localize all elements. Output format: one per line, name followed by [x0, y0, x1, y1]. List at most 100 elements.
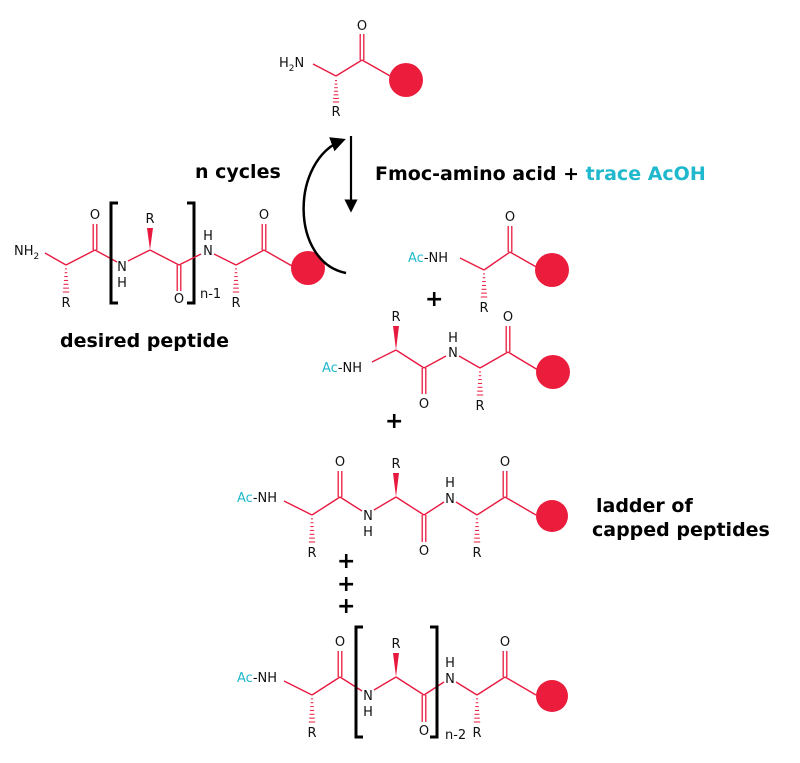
oxygen-label: O — [419, 397, 429, 412]
r-group-label: R — [391, 457, 400, 472]
r-group-label: R — [479, 301, 488, 316]
single-bond — [458, 355, 481, 369]
hydrogen-label: H — [445, 476, 455, 491]
hydrogen-label: H — [203, 229, 213, 244]
single-bond — [483, 251, 511, 271]
plus-sign: + — [337, 572, 355, 597]
cycle-curved-arrow — [302, 137, 347, 275]
acetyl-cap-label: Ac — [237, 491, 253, 506]
r-group-label: R — [307, 726, 316, 741]
single-bond — [504, 676, 537, 696]
wedge-bond — [393, 653, 399, 677]
single-bond — [283, 500, 313, 516]
reagent-text: Fmoc-amino acid + — [375, 163, 586, 185]
acetyl-cap-label: Ac — [322, 361, 338, 376]
r-group-label: R — [391, 637, 400, 652]
ac-nh-label: Ac-NH — [237, 671, 277, 686]
ladder-label-line1: ladder of — [596, 495, 693, 517]
hydrogen-label: H — [117, 276, 127, 291]
n-label: N — [295, 56, 305, 71]
nh2-label: NH2 — [14, 244, 39, 262]
oxygen-label: O — [357, 19, 367, 34]
single-bond — [455, 681, 478, 696]
r-group-label: R — [391, 310, 400, 325]
single-bond — [311, 676, 341, 696]
oxygen-label: O — [419, 724, 429, 739]
single-bond — [127, 249, 151, 262]
resin-bead — [536, 680, 568, 712]
nh-label: -NH — [424, 251, 448, 266]
single-bond — [423, 355, 447, 369]
single-bond — [507, 351, 539, 371]
resin-bead — [291, 251, 325, 285]
nh-label: -NH — [338, 361, 362, 376]
oxygen-label: O — [90, 208, 100, 223]
wedge-bond — [147, 228, 153, 250]
nitrogen-label: N — [363, 509, 373, 524]
r-group-label: R — [145, 212, 154, 227]
single-bond — [476, 496, 506, 516]
oxygen-label: O — [503, 310, 513, 325]
ac-nh-label: Ac-NH — [237, 491, 277, 506]
plus-sign: + — [385, 409, 403, 434]
oxygen-label: O — [335, 455, 345, 470]
oxygen-label: O — [174, 292, 184, 307]
single-bond — [149, 249, 180, 266]
nitrogen-label: N — [203, 244, 213, 259]
single-bond — [373, 496, 397, 511]
hydrogen-label: H — [448, 331, 458, 346]
single-bond — [94, 249, 118, 263]
single-bond — [361, 59, 393, 78]
oxygen-label: O — [505, 210, 515, 225]
single-bond — [311, 496, 341, 516]
single-bond — [455, 501, 478, 516]
nitrogen-label: N — [363, 689, 373, 704]
wedge-bond — [393, 326, 399, 350]
n-cycles-label: n cycles — [195, 161, 281, 183]
wedge-bond — [393, 473, 399, 497]
single-bond — [213, 253, 237, 266]
resin-bead — [536, 500, 568, 532]
oxygen-label: O — [500, 455, 510, 470]
single-bond — [373, 676, 397, 691]
single-bond — [423, 681, 445, 696]
bracket — [354, 625, 363, 739]
r-group-label: R — [61, 296, 70, 311]
single-bond — [509, 251, 539, 269]
nh-label: -NH — [253, 671, 277, 686]
single-bond — [395, 676, 425, 696]
hydrogen-label: H — [445, 656, 455, 671]
plus-sign: + — [425, 287, 443, 312]
single-bond — [263, 249, 293, 267]
single-bond — [476, 676, 506, 696]
nitrogen-label: N — [117, 260, 127, 275]
single-bond — [395, 496, 425, 516]
nh-label: -NH — [253, 491, 277, 506]
hydrogen-label: H — [363, 705, 373, 720]
r-group-label: R — [331, 105, 340, 120]
h2n-label: H2N — [279, 56, 304, 74]
single-bond — [395, 349, 425, 369]
single-bond — [335, 59, 363, 77]
desired-peptide-label: desired peptide — [60, 330, 229, 352]
single-bond — [371, 349, 397, 363]
nitrogen-label: N — [445, 492, 455, 507]
oxygen-label: O — [259, 208, 269, 223]
subscript-2: 2 — [289, 64, 295, 74]
ladder-label-line2: capped peptides — [592, 519, 770, 541]
single-bond — [178, 253, 202, 266]
single-bond — [65, 249, 96, 266]
single-bond — [479, 351, 509, 369]
single-bond — [339, 496, 363, 512]
nitrogen-label: N — [448, 346, 458, 361]
plus-sign: + — [337, 594, 355, 619]
r-group-label: R — [472, 726, 481, 741]
resin-bead — [535, 253, 569, 287]
r-group-label: R — [475, 399, 484, 414]
acetyl-cap-label: Ac — [408, 251, 424, 266]
resin-bead — [389, 63, 423, 97]
repeat-count-label: n-2 — [445, 728, 466, 743]
oxygen-label: O — [500, 635, 510, 650]
single-bond — [339, 676, 363, 692]
